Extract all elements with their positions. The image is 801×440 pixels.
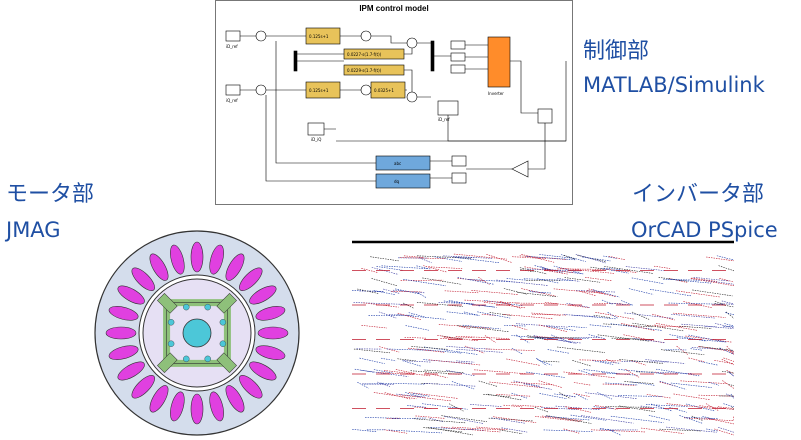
svg-text:iD_ref: iD_ref [226,44,238,49]
shaft [182,318,212,348]
stator-tooth [190,393,204,425]
motor-cross-section [94,230,300,436]
svg-text:iD_iQ: iD_iQ [311,137,321,142]
stator-tooth [249,285,277,305]
id-ref-input-block [225,30,241,42]
stator-tooth [131,375,155,399]
stator-tooth [225,253,245,281]
stator-tooth [209,391,224,422]
svg-text:0.0325+1: 0.0325+1 [374,88,394,93]
stator-tooth [117,285,145,305]
stator-tooth [255,345,286,360]
stator-tooth [170,244,185,275]
svg-text:0.0229·s(1.7·f(t)): 0.0229·s(1.7·f(t)) [347,68,382,73]
stator-tooth [239,375,263,399]
svg-text:iQ_ref: iQ_ref [226,98,238,103]
svg-text:dq: dq [394,179,400,184]
svg-text:0.125s+1: 0.125s+1 [309,88,329,93]
svg-text:0.0227·s(1.7·f(t)): 0.0227·s(1.7·f(t)) [347,52,382,57]
control-label-jp: 制御部 [583,39,650,64]
stator-tooth [225,385,245,413]
stator-tooth [249,361,277,381]
rotor-magnets [157,293,237,373]
control-block-diagram: iD_ref iQ_ref 0.125s+1 0.125s+1 0.0325+1… [225,27,567,189]
stator-tooth [209,244,224,275]
stator-tooth [170,391,185,422]
control-label-tool: MATLAB/Simulink [583,73,765,97]
stator-tooth [108,306,139,321]
inverter-label-tool: OrCAD PSpice [631,218,778,242]
svg-text:iD_ref: iD_ref [438,117,450,122]
stator-tooth [239,267,263,291]
rotor-magnet [216,352,237,373]
stator-tooth [149,253,169,281]
stator-tooth [257,326,289,340]
iq-ref-input-block [225,84,241,96]
control-model-title: IPM control model [359,4,429,13]
motor-label-tool: JMAG [6,218,61,242]
inverter-waveform-plot [352,240,734,436]
motor-label-jp: モータ部 [6,182,95,207]
svg-text:abc: abc [394,161,401,166]
stator-tooth [190,241,204,273]
stator-teeth [105,241,289,425]
stator-tooth [255,306,286,321]
rotor-magnet [157,293,178,314]
stator-tooth [149,385,169,413]
simulink-control-model: IPM control model [215,0,573,205]
stator-tooth [117,361,145,381]
svg-text:Inverter: Inverter [488,91,504,96]
svg-text:0.125s+1: 0.125s+1 [309,34,329,39]
inverter-label-jp: インバータ部 [632,182,765,207]
stator-tooth [108,345,139,360]
rotor-magnet [157,352,178,373]
stator-tooth [105,326,137,340]
stator-tooth [131,267,155,291]
rotor-magnet [216,293,237,314]
